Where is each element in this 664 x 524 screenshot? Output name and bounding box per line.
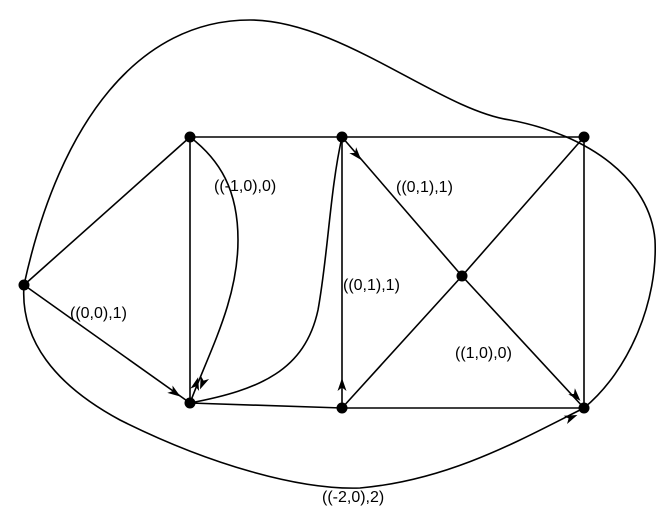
edge-outer-bottom-curve	[22, 284, 585, 489]
arrowhead-curve-minus1-icon	[200, 375, 210, 390]
edge-left-to-bottom-left	[23, 284, 191, 404]
label-upper-diag: ((0,1),1)	[396, 179, 453, 196]
edge-curve-bottom-left-to-top-middle	[189, 136, 343, 404]
edge-labels: ((0,0),1) ((-1,0),0) ((0,1),1) ((0,1),1)…	[70, 178, 512, 506]
arrowhead-bottom-outer-icon	[563, 415, 578, 425]
label-lower-diag: ((1,0),0)	[455, 345, 512, 362]
edge-curve-minus1	[189, 136, 239, 404]
edge-top-middle-to-center	[341, 136, 463, 277]
node-center	[456, 270, 468, 282]
label-bottom-outer: ((-2,0),2)	[322, 489, 384, 506]
edge-center-to-bottom-right	[461, 275, 585, 409]
node-bottom-middle	[336, 402, 348, 414]
arrowheads	[167, 147, 581, 425]
nodes	[18, 131, 590, 414]
edge-left-to-top-left	[23, 136, 191, 286]
curved-edges	[22, 19, 656, 489]
label-middle-vertical: ((0,1),1)	[343, 277, 400, 294]
node-top-middle	[336, 131, 348, 143]
node-bottom-left	[184, 397, 196, 409]
arrowhead-curve-bottom-left-icon	[190, 377, 200, 391]
edge-center-to-bottom-middle	[341, 275, 463, 409]
edge-outer-top-curve	[23, 19, 656, 409]
arrowhead-middle-vertical-icon	[337, 378, 347, 391]
node-top-right	[578, 131, 590, 143]
node-left	[18, 279, 30, 291]
label-left-diag: ((0,0),1)	[70, 305, 127, 322]
arrowhead-lower-diag-icon	[568, 388, 581, 401]
node-bottom-right	[578, 402, 590, 414]
edge-top-right-to-center	[461, 136, 585, 277]
straight-edges	[23, 136, 585, 409]
edge-bottom-left-to-bottom-middle	[189, 402, 343, 409]
arrowhead-upper-diag-icon	[349, 147, 362, 161]
arrowhead-left-diag-icon	[167, 385, 181, 397]
label-curve-minus1: ((-1,0),0)	[214, 178, 276, 195]
node-top-left	[184, 131, 196, 143]
